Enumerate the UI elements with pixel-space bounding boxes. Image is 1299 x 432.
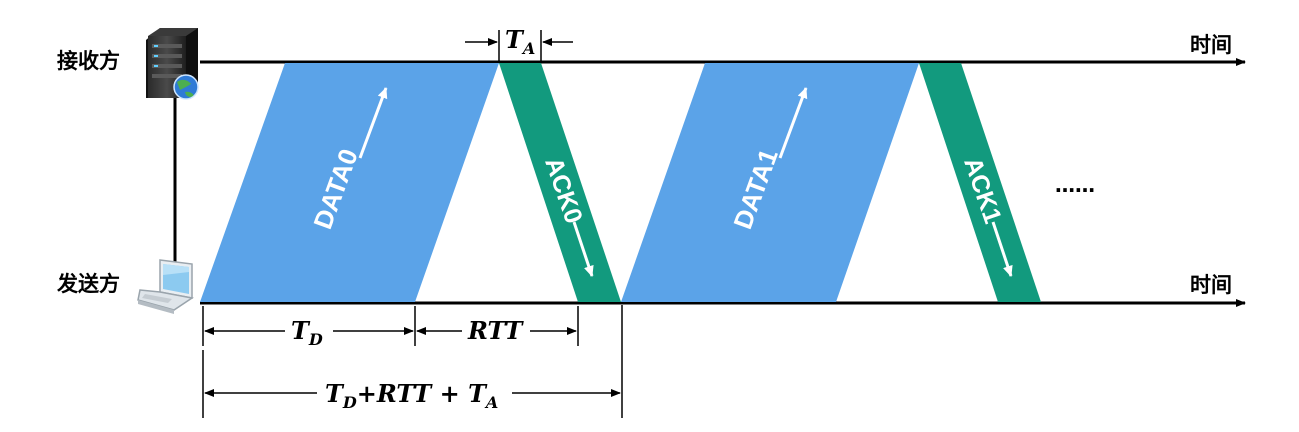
receiver-label: 接收方 — [57, 49, 120, 73]
ack0-arrow — [572, 221, 594, 277]
ack1-arrow — [991, 221, 1013, 277]
laptop-icon — [137, 259, 194, 314]
data1-arrow — [778, 87, 808, 159]
server-icon — [146, 28, 199, 100]
total-label: TD+RTT + TA — [325, 379, 498, 412]
sender-label: 发送方 — [56, 272, 120, 296]
ack1-packet — [919, 63, 1041, 302]
data1-packet — [621, 63, 919, 302]
ellipsis-text: …… — [1055, 173, 1095, 197]
data0-arrow — [358, 87, 388, 159]
rtt-label: RTT — [467, 316, 525, 345]
ta-label: TA — [505, 25, 535, 58]
time-label-bottom: 时间 — [1190, 273, 1232, 297]
total-dimension — [202, 305, 623, 418]
ta-dimension — [465, 30, 573, 62]
td-rtt-dimension — [202, 306, 579, 346]
td-label: TD — [291, 316, 323, 349]
ack0-packet — [499, 63, 621, 302]
time-label-top: 时间 — [1190, 33, 1232, 57]
data0-packet — [200, 63, 499, 302]
